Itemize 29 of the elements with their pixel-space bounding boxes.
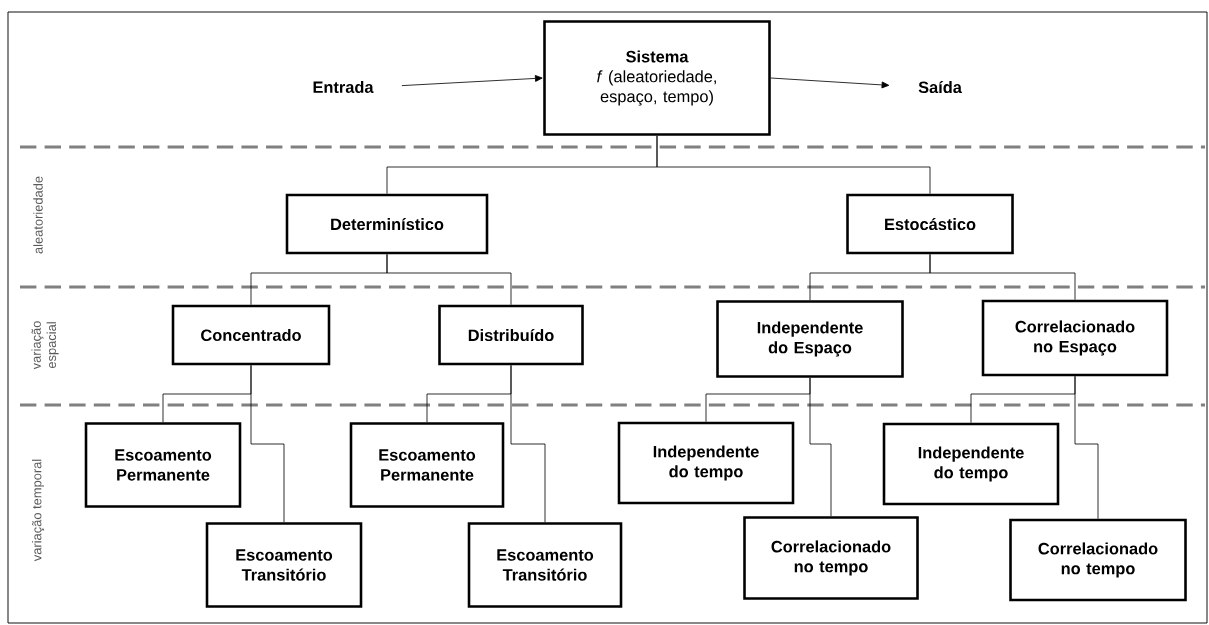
process-box: Correlacionado no Espaço: [981, 299, 1169, 377]
row-label: aleatoriedade: [33, 176, 43, 254]
process-box: Concentrado: [171, 304, 331, 366]
row-label: variação temporal: [31, 459, 45, 562]
process-box: Independente do tempo: [617, 421, 795, 505]
process-box: Escoamento Permanente: [84, 422, 242, 508]
arrow: [401, 75, 543, 87]
arrow: [770, 77, 890, 89]
process-box: Distribuído: [438, 304, 584, 366]
connector-line: [250, 364, 285, 523]
process-box: Estocástico: [846, 193, 1014, 255]
connector-line: [809, 377, 832, 517]
flow-label: Saída: [918, 80, 962, 94]
connector-line: [1074, 375, 1099, 520]
process-box: Escoamento Permanente: [349, 422, 505, 508]
connector-line: [510, 364, 546, 523]
process-box: Independente do Espaço: [716, 300, 904, 378]
process-box: Sistema f (aleatoriedade, espaço, tempo): [543, 20, 771, 136]
connector-line: [656, 135, 931, 195]
row-label: variação espacial: [31, 321, 59, 370]
flow-label: Entrada: [313, 81, 374, 94]
process-box: Escoamento Transitório: [205, 522, 363, 608]
process-box: Independente do tempo: [882, 422, 1060, 506]
connector-line: [386, 253, 512, 306]
connector-line: [929, 253, 1076, 301]
process-box: Correlacionado no tempo: [743, 516, 919, 600]
process-box: Determinístico: [285, 193, 489, 255]
process-box: Correlacionado no tempo: [1009, 518, 1187, 602]
process-box: Escoamento Transitório: [467, 522, 623, 608]
